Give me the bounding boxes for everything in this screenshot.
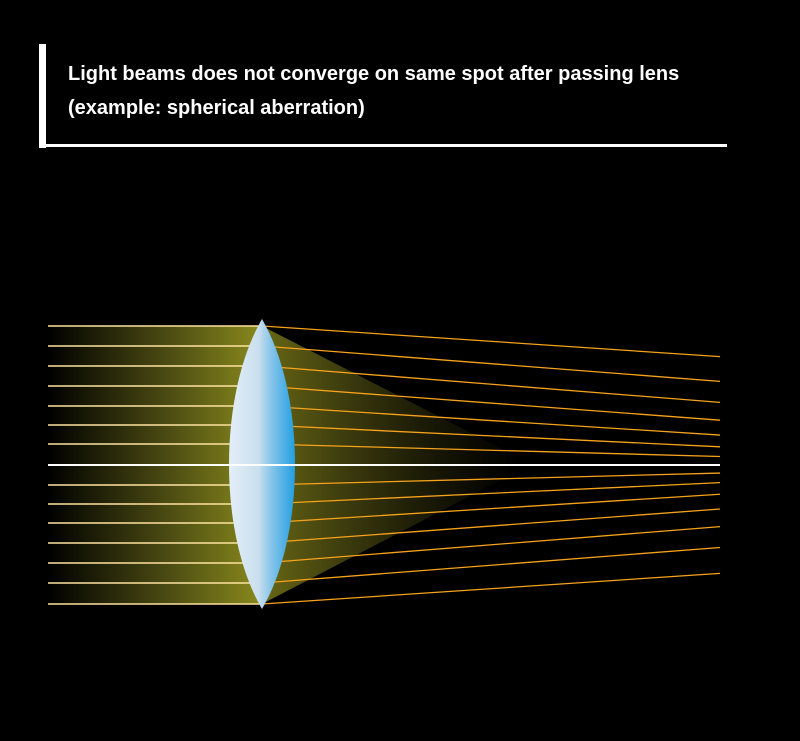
title-underline <box>39 144 727 147</box>
refracted-ray <box>261 481 721 505</box>
refracted-ray <box>261 385 721 421</box>
refracted-ray <box>261 493 721 524</box>
title-line-1: Light beams does not converge on same sp… <box>68 63 680 85</box>
refracted-ray <box>261 405 721 436</box>
title-line-2: (example: spherical aberration) <box>68 97 365 119</box>
refracted-ray <box>261 365 721 404</box>
refracted-ray <box>261 546 721 584</box>
refracted-ray <box>261 443 721 458</box>
refracted-ray <box>261 508 721 544</box>
title-accent-bar <box>39 44 46 148</box>
refracted-ray <box>261 525 721 564</box>
refracted-ray <box>261 325 721 358</box>
refracted-ray <box>261 572 721 605</box>
refracted-ray <box>261 345 721 383</box>
refracted-ray <box>261 424 721 448</box>
ray-group <box>48 325 721 605</box>
refracted-ray <box>261 472 721 486</box>
